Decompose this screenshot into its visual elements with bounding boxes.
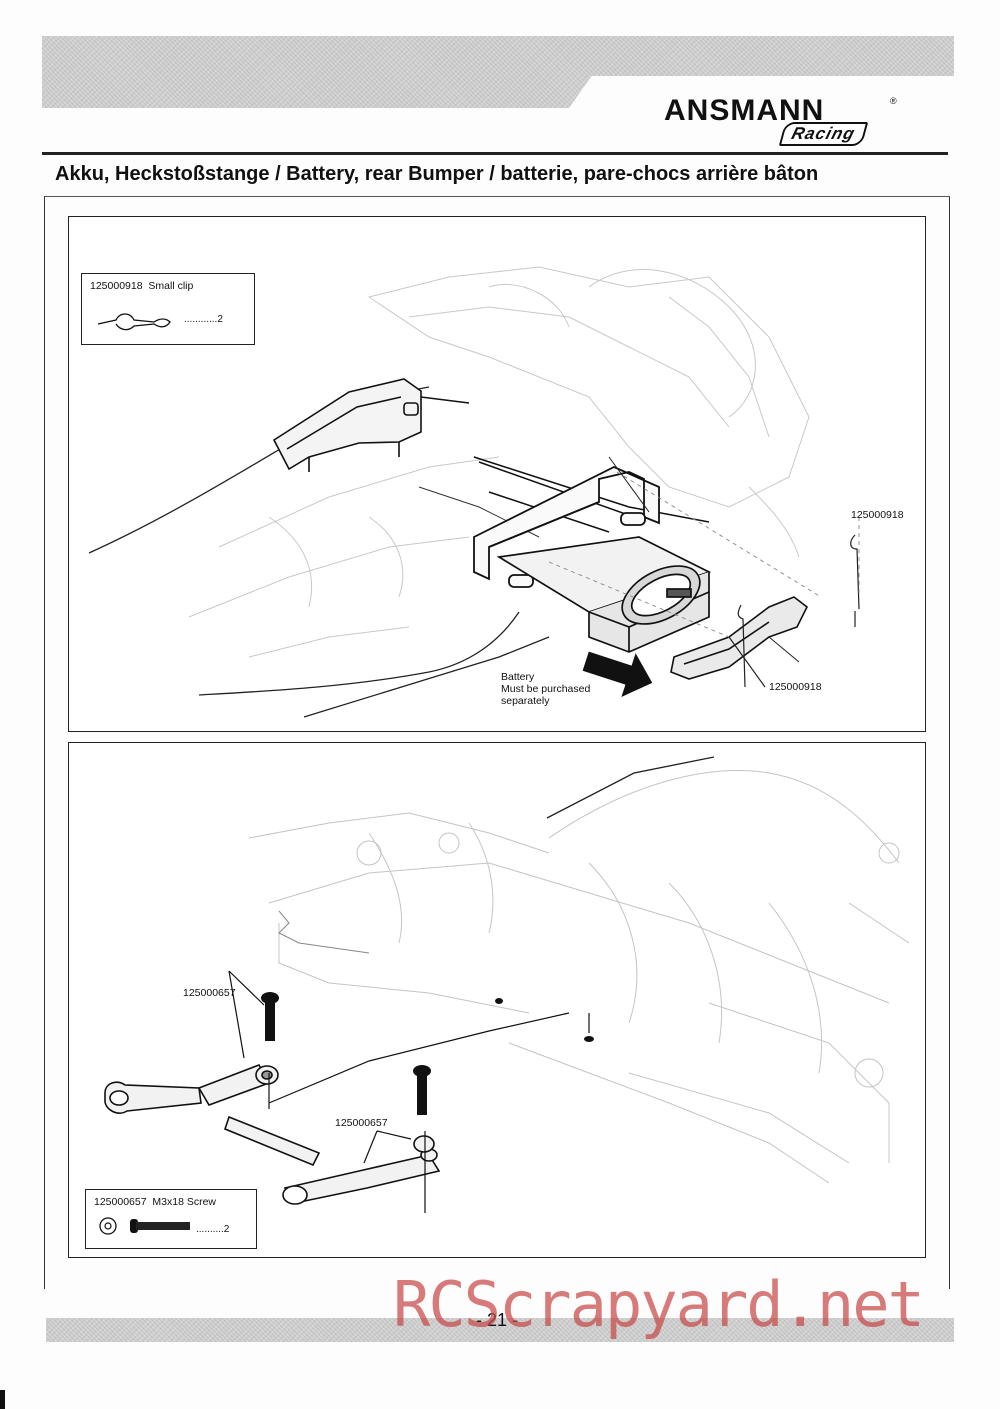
quantity: ..........2 — [196, 1224, 230, 1235]
callout-part-number: 125000918 — [769, 681, 822, 693]
part-number: 125000657 — [94, 1196, 147, 1208]
page-number: - 21 - — [476, 1310, 519, 1330]
edge-mark — [0, 1390, 5, 1409]
part-number: 125000918 — [90, 280, 143, 292]
screw-icon — [99, 1217, 190, 1235]
section-title: Akku, Heckstoßstange / Battery, rear Bum… — [55, 163, 819, 185]
parts-box-screw: 125000657 M3x18 Screw ..........2 — [85, 1189, 257, 1249]
footer-band — [46, 1318, 954, 1342]
part-name: Small clip — [148, 280, 194, 292]
quantity: ............2 — [184, 314, 223, 325]
battery-note-line: Must be purchased — [501, 683, 591, 695]
battery-note-line: separately — [501, 695, 550, 707]
battery-assembly-drawing — [88, 266, 860, 718]
small-clip-icon — [97, 313, 171, 331]
rear-bumper-drawing — [104, 756, 910, 1213]
part-name: M3x18 Screw — [152, 1196, 217, 1208]
callout-part-number: 125000918 — [851, 509, 904, 521]
battery-label: Battery — [501, 671, 535, 683]
registered-mark: ® — [890, 96, 897, 106]
logo-racing: Racing — [778, 122, 868, 146]
rear-bumper-panel: 125000657 M3x18 Screw ..........2 125000… — [68, 742, 926, 1258]
callout-part-number: 125000657 — [183, 987, 236, 999]
watermark: RCScrapyard.net — [393, 1268, 925, 1341]
ansmann-racing-logo: ANSMANN ® Racing — [664, 92, 904, 152]
battery-assembly-panel: 125000918 Small clip ............2 12500… — [68, 216, 926, 732]
page-frame — [44, 196, 950, 1289]
title-rule — [42, 152, 948, 155]
logo-wordmark: ANSMANN — [664, 94, 825, 127]
parts-box-small-clip: 125000918 Small clip ............2 — [81, 273, 255, 345]
callout-part-number: 125000657 — [335, 1117, 388, 1129]
header-band — [42, 36, 954, 108]
battery-note: Battery Must be purchased separately — [501, 671, 590, 707]
